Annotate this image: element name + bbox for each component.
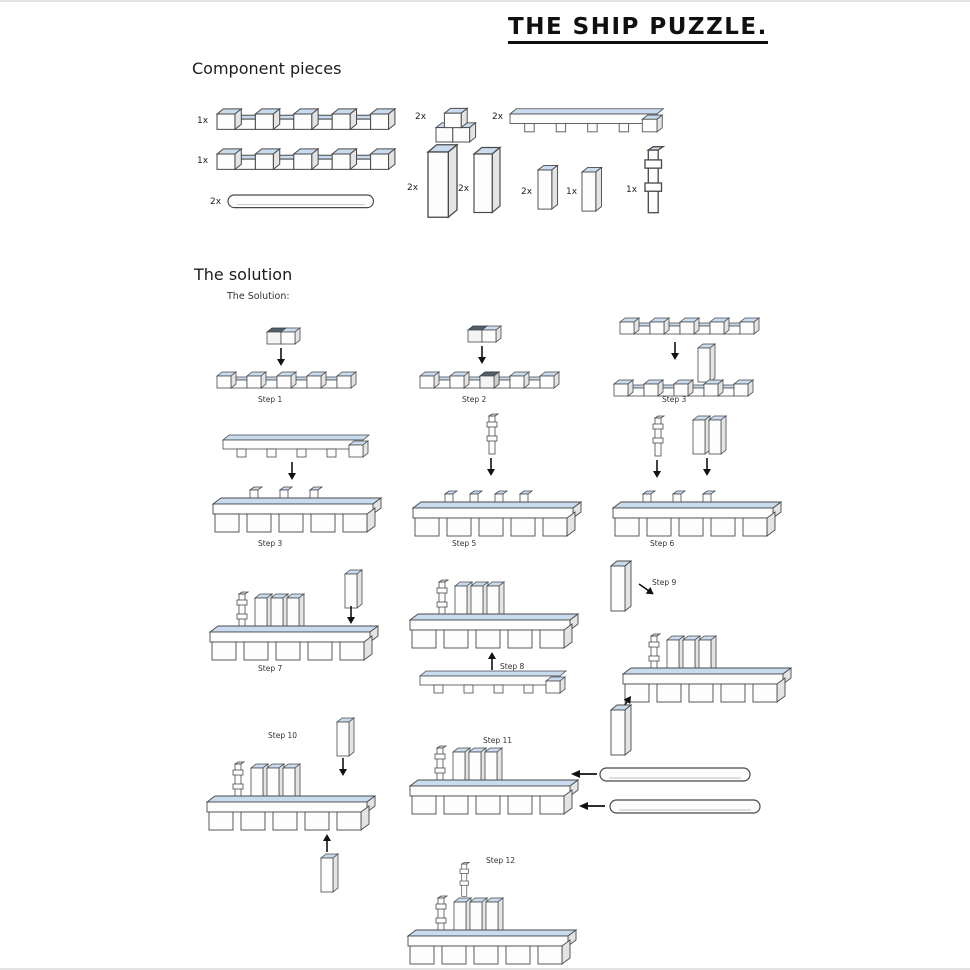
step-6-label: Step 6 xyxy=(650,539,675,548)
piece-tall-side-panel xyxy=(427,144,458,218)
step-2-label: Step 2 xyxy=(462,395,487,404)
step-11-label: Step 11 xyxy=(483,736,513,745)
step-6-diagram xyxy=(612,415,782,537)
qty-beam-b: 1x xyxy=(197,156,209,166)
components-heading: Component pieces xyxy=(192,59,342,78)
qty-mast: 1x xyxy=(626,185,638,195)
step-12-label: Step 12 xyxy=(486,856,516,865)
qty-rod: 2x xyxy=(210,197,222,207)
step-8-diagram xyxy=(409,579,579,694)
step-2-diagram xyxy=(400,302,580,389)
piece-comb-rail xyxy=(506,100,666,142)
qty-panel: 2x xyxy=(458,184,470,194)
step-10-diagram xyxy=(206,717,376,893)
step-4-label: Step 3 xyxy=(258,539,283,548)
qty-beam-a: 1x xyxy=(197,116,209,126)
qty-block: 2x xyxy=(415,112,427,122)
piece-mast xyxy=(644,146,664,214)
step-12-diagram xyxy=(407,861,577,965)
step-3-diagram xyxy=(600,300,780,398)
qty-post-b: 1x xyxy=(566,187,578,197)
step-11-diagram xyxy=(409,745,761,815)
piece-notched-beam-b xyxy=(213,142,393,184)
qty-comb: 2x xyxy=(492,112,504,122)
solution-subheading: The Solution: xyxy=(227,291,290,302)
piece-rounded-rod xyxy=(227,194,375,209)
qty-side-panel: 2x xyxy=(407,183,419,193)
page-title: THE SHIP PUZZLE. xyxy=(508,14,768,44)
step-5-diagram xyxy=(412,413,582,537)
piece-block-cluster xyxy=(435,107,477,143)
step-9-label: Step 9 xyxy=(652,578,677,587)
step-5-label: Step 5 xyxy=(452,539,477,548)
step-1-label: Step 1 xyxy=(258,395,283,404)
step-1-diagram xyxy=(195,302,375,394)
step-7-label: Step 7 xyxy=(258,664,283,673)
qty-post-a: 2x xyxy=(521,187,533,197)
step-4-diagram xyxy=(212,408,382,533)
piece-small-post-a xyxy=(537,164,559,210)
step-7-diagram xyxy=(209,569,379,661)
step-3-label: Step 3 xyxy=(662,395,687,404)
piece-tall-panel xyxy=(473,146,501,214)
piece-notched-beam-a xyxy=(213,102,393,144)
step-10-label: Step 10 xyxy=(268,731,298,740)
step-8-label: Step 8 xyxy=(500,662,525,671)
solution-heading: The solution xyxy=(194,265,293,284)
piece-small-post-b xyxy=(581,166,603,212)
